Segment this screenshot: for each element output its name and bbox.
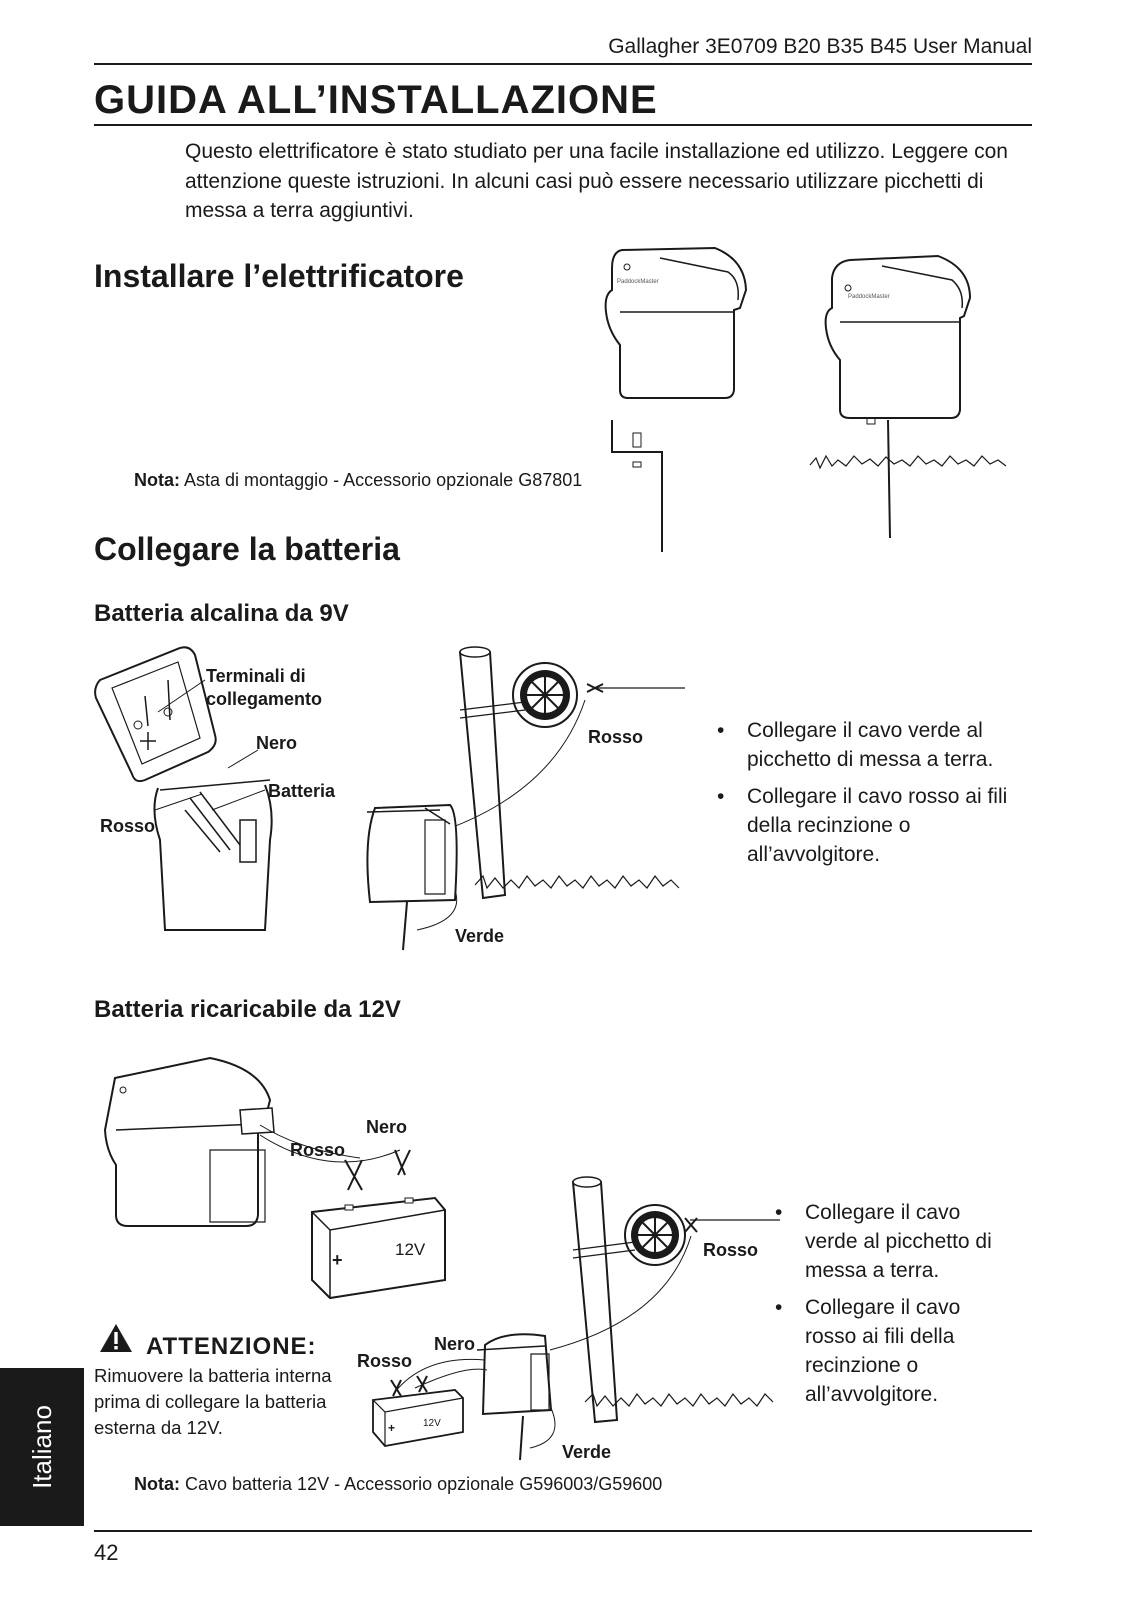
rechargeable-instructions: Collegare il cavo verde al picchetto di … — [773, 1198, 1013, 1417]
small-battery-voltage: 12V — [423, 1418, 441, 1429]
label-terminals: Terminali di collegamento — [206, 666, 323, 709]
rechargeable-bullet-2: Collegare il cavo rosso ai fili della re… — [773, 1293, 1013, 1409]
energizer-ground-illustration: PaddockMaster — [810, 250, 1010, 550]
rechargeable-note: Nota: Cavo batteria 12V - Accessorio opz… — [134, 1474, 662, 1495]
label-nero-12v-bottom: Nero — [434, 1334, 476, 1354]
rechargeable-heading: Batteria ricaricabile da 12V — [94, 996, 401, 1023]
page-number: 42 — [94, 1540, 119, 1565]
install-note-text: Asta di montaggio - Accessorio opzionale… — [180, 470, 583, 490]
energizer-12v-battery-illustration: + 12V — [100, 1050, 470, 1330]
label-rosso-12v-bottom: Rosso — [357, 1351, 413, 1371]
language-tab-label: Italiano — [26, 1405, 57, 1489]
title-rule — [94, 124, 1032, 126]
install-note-label: Nota: — [134, 470, 180, 490]
header-rule — [94, 63, 1032, 65]
label-verde-12v: Verde — [562, 1442, 612, 1462]
battery-plus-sign: + — [332, 1250, 343, 1270]
alkaline-bullet-2: Collegare il cavo rosso ai fili della re… — [715, 782, 1025, 869]
warning-title: ATTENZIONE: — [146, 1333, 317, 1360]
brand-label-2: PaddockMaster — [848, 294, 890, 300]
rechargeable-note-text: Cavo batteria 12V - Accessorio opzionale… — [180, 1474, 663, 1494]
label-nero-12v-top: Nero — [366, 1117, 408, 1137]
warning-text: Rimuovere la batteria interna prima di c… — [94, 1365, 332, 1438]
label-batteria-9v: Batteria — [268, 781, 336, 801]
page-title: GUIDA ALL’INSTALLAZIONE — [94, 78, 658, 122]
rechargeable-note-label: Nota: — [134, 1474, 180, 1494]
battery-voltage-label: 12V — [395, 1240, 426, 1259]
open-energizer-illustration — [90, 640, 290, 940]
alkaline-heading: Batteria alcalina da 9V — [94, 600, 349, 627]
label-rosso-9v-left: Rosso — [100, 816, 156, 836]
label-rosso-9v-reel: Rosso — [588, 727, 644, 747]
alkaline-instructions: Collegare il cavo verde al picchetto di … — [715, 716, 1025, 877]
footer-rule — [94, 1530, 1032, 1532]
fence-12v-illustration: + 12V — [355, 1170, 795, 1470]
mounting-plate-slot — [633, 462, 641, 467]
label-nero-9v: Nero — [256, 733, 298, 753]
label-verde-9v: Verde — [455, 926, 505, 946]
warning-triangle-icon — [100, 1324, 132, 1352]
mounting-bolt — [633, 433, 641, 447]
language-side-tab: Italiano — [0, 1368, 84, 1526]
label-rosso-12v-reel: Rosso — [703, 1240, 759, 1260]
manual-title: Gallagher 3E0709 B20 B35 B45 User Manual — [608, 35, 1032, 58]
small-battery-plus: + — [388, 1421, 395, 1435]
battery-heading: Collegare la batteria — [94, 531, 400, 567]
brand-label: PaddockMaster — [617, 279, 659, 285]
install-note: Nota: Asta di montaggio - Accessorio opz… — [134, 470, 582, 491]
energizer-mounted-illustration: PaddockMaster — [600, 240, 770, 560]
intro-paragraph: Questo elettrificatore è stato studiato … — [185, 140, 1008, 222]
install-heading: Installare l’elettrificatore — [94, 258, 464, 294]
fence-post-reel-illustration — [355, 640, 700, 960]
alkaline-bullet-1: Collegare il cavo verde al picchetto di … — [715, 716, 1025, 774]
label-rosso-12v-top: Rosso — [290, 1140, 346, 1160]
rechargeable-bullet-1: Collegare il cavo verde al picchetto di … — [773, 1198, 1013, 1285]
